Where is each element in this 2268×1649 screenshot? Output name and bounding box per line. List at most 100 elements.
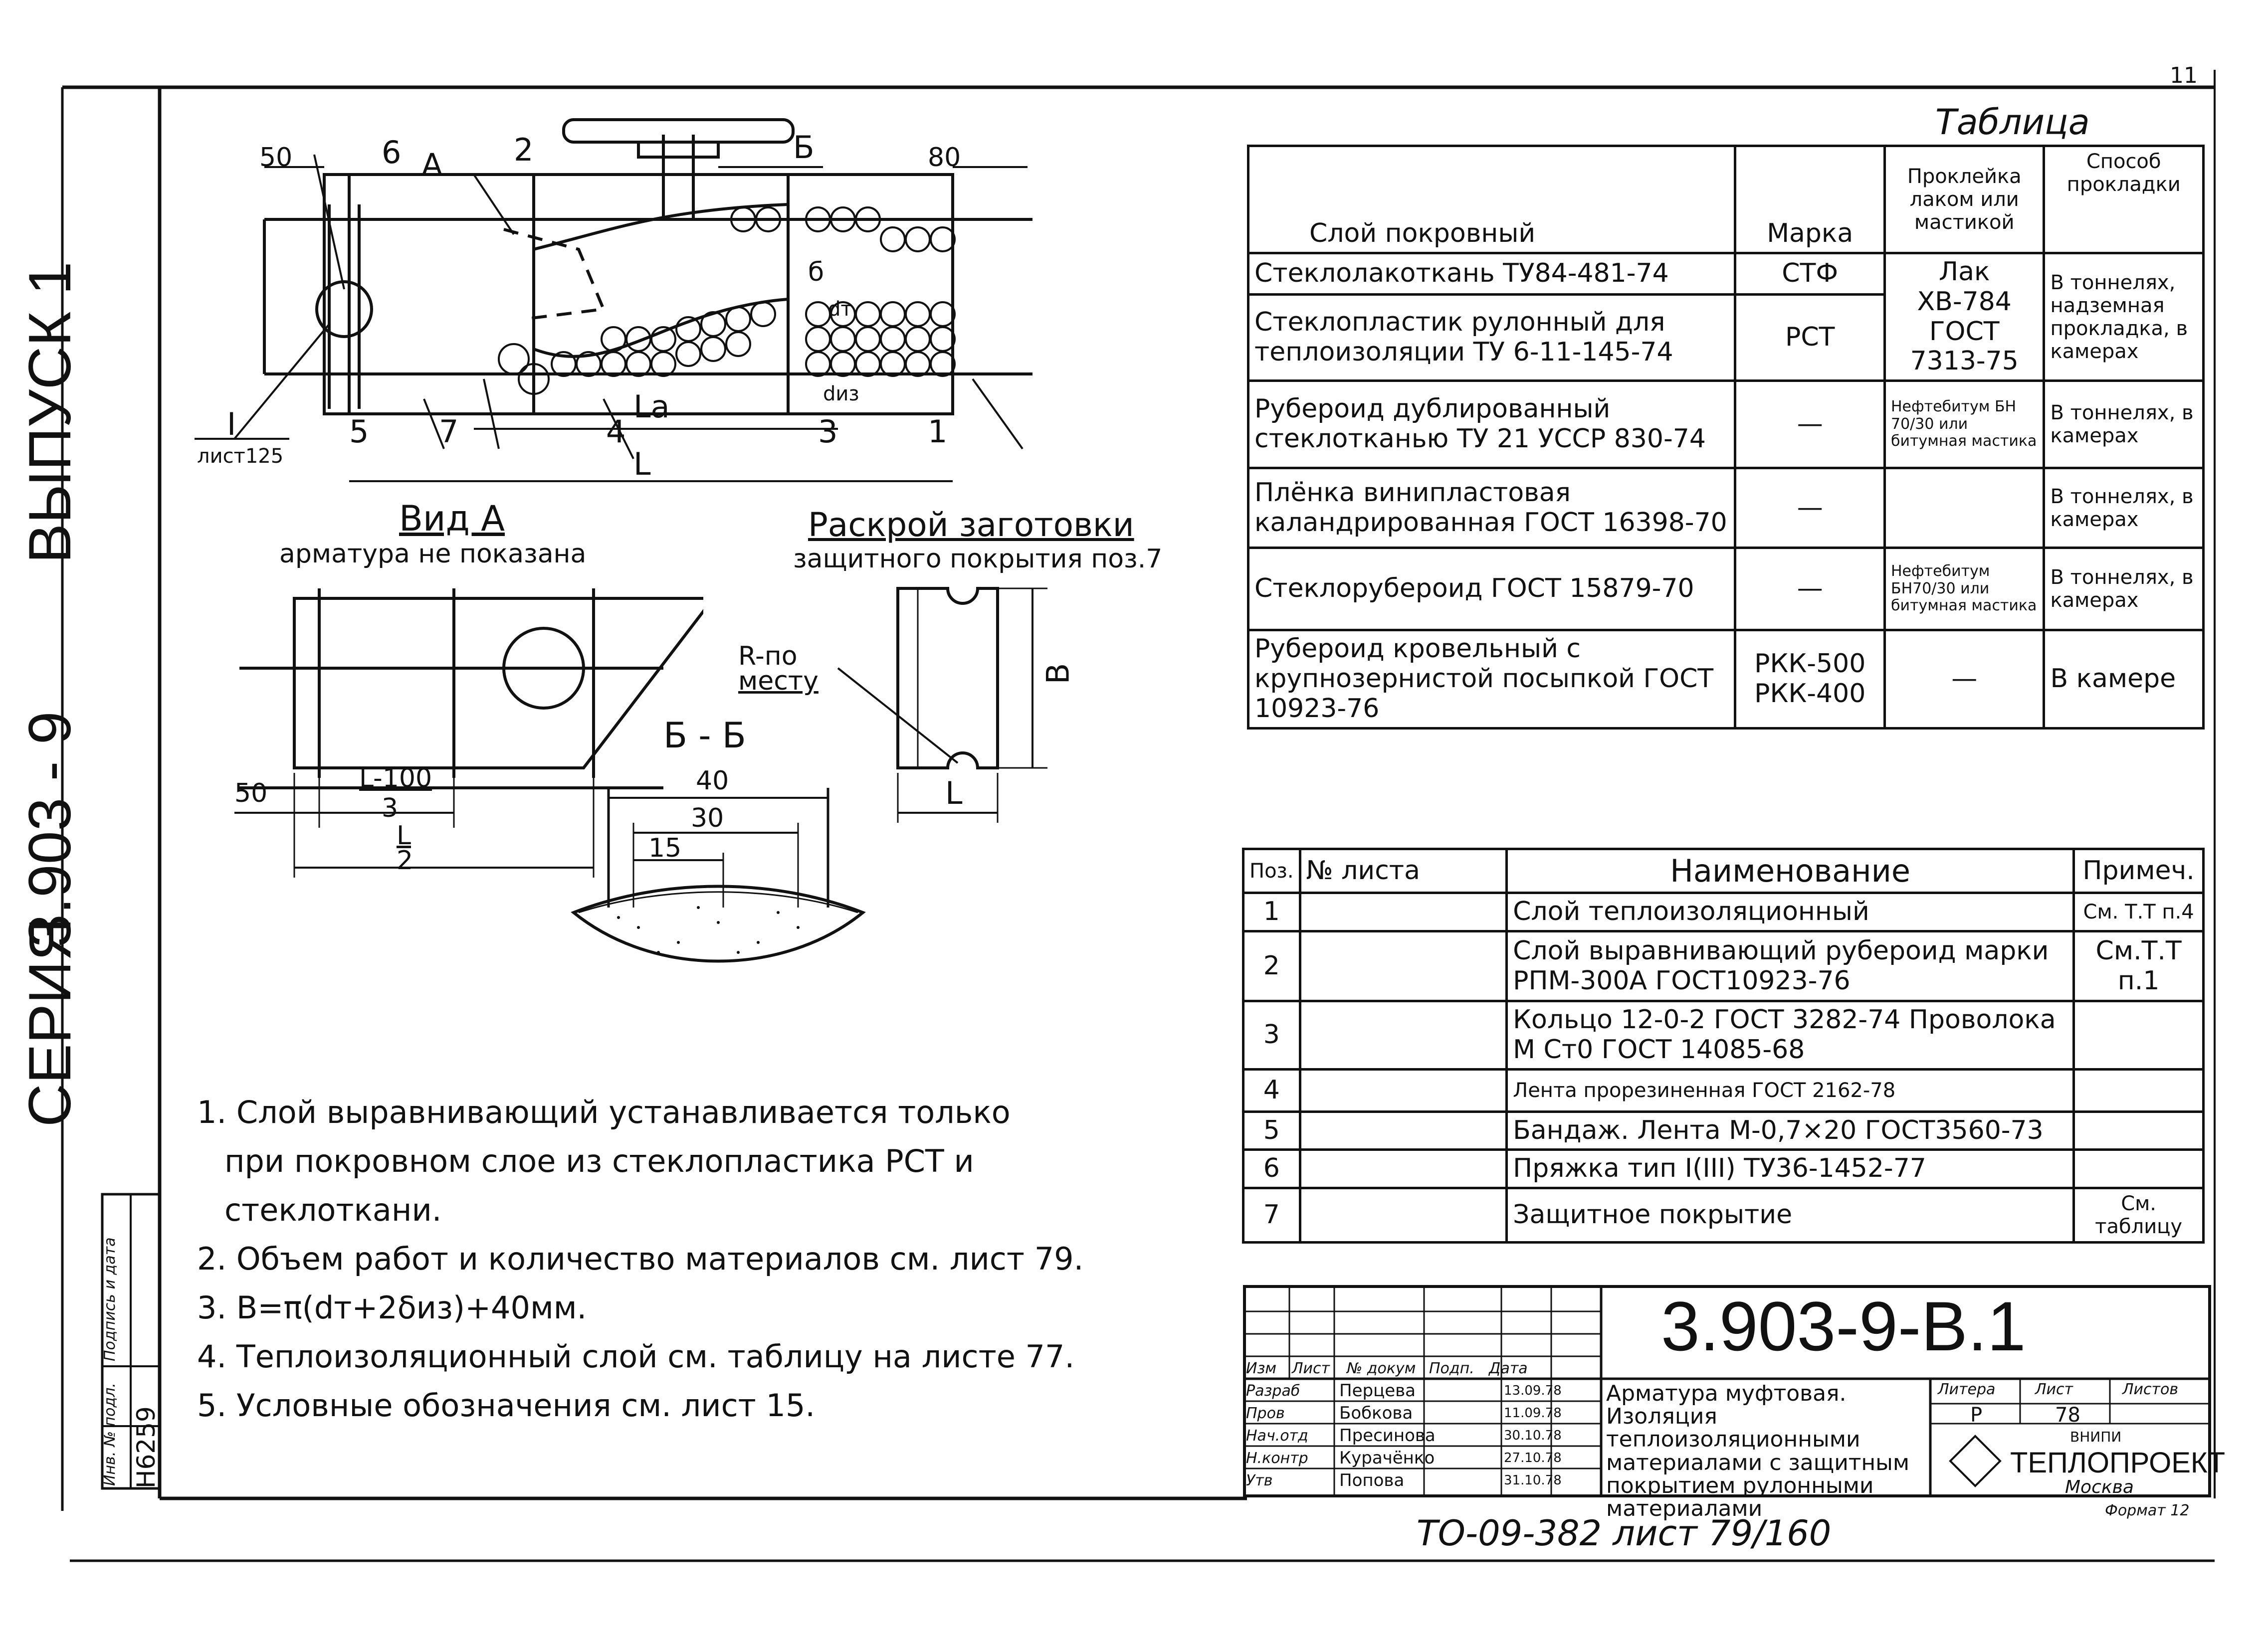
t1-row1-layer: Стеклопластик рулонный для теплоизоляции… xyxy=(1246,293,1737,382)
t2-header-note: Примеч. xyxy=(2072,847,2205,895)
tb-role-4: Утв xyxy=(1246,1472,1273,1489)
t2-row2-sheet xyxy=(1298,1000,1508,1071)
t2-row4-note xyxy=(2072,1110,2205,1151)
table2-specification: Поз. № листа Наименование Примеч. 1 Слой… xyxy=(1242,847,2205,1244)
sign-date-label: Подпись и дата xyxy=(101,1237,119,1362)
diz-label: dиз xyxy=(823,382,859,405)
delta-label: б xyxy=(808,257,825,287)
tb-col-sign: Подп. xyxy=(1429,1360,1474,1377)
dt-label: dт xyxy=(828,298,852,321)
tb-role-0: Разраб xyxy=(1246,1382,1300,1400)
tb-date-2: 30.10.78 xyxy=(1504,1428,1562,1443)
tb-description: Арматура муфтовая. Изоляция теплоизоляци… xyxy=(1606,1381,1910,1521)
t2-row1-pos: 2 xyxy=(1242,930,1301,1003)
t1-row4-layer: Стеклорубероид ГОСТ 15879-70 xyxy=(1246,547,1737,632)
view-A-note: арматура не показана xyxy=(279,539,587,569)
t2-header-name: Наименование xyxy=(1505,847,2075,895)
inv-number: Н6259 xyxy=(132,1406,161,1488)
t2-row3-pos: 4 xyxy=(1242,1068,1301,1113)
view-A-title: Вид А xyxy=(399,498,505,539)
inv-label: Инв. № подл. xyxy=(101,1383,119,1486)
tb-name-2: Пресинова xyxy=(1339,1426,1436,1446)
tb-format: Формат 12 xyxy=(2105,1502,2190,1519)
pos-6-label: 6 xyxy=(382,134,402,171)
t1-row0-mark: СТФ xyxy=(1734,251,1886,296)
tb-stage-label: Литера xyxy=(1938,1381,1996,1398)
t2-row0-sheet xyxy=(1298,892,1508,933)
issue-label: ВЫПУСК 1 xyxy=(16,261,83,563)
frac2-num: L xyxy=(397,821,411,851)
tb-org-name: ТЕПЛОПРОЕКТ xyxy=(2010,1447,2226,1479)
raskroy-subtitle: защитного покрытия поз.7 xyxy=(793,544,1163,574)
frac1-den: 3 xyxy=(382,793,399,823)
t2-row3-note xyxy=(2072,1068,2205,1113)
dim-15: 15 xyxy=(648,833,682,863)
t1-header-mark: Марка xyxy=(1734,145,1886,254)
t2-row2-name: Кольцо 12-0-2 ГОСТ 3282-74 Проволока М С… xyxy=(1505,1000,2075,1071)
t1-row1-mark: РСТ xyxy=(1734,293,1886,382)
t2-header-pos: Поз. xyxy=(1242,847,1301,895)
r-note-1: R-по xyxy=(738,641,798,671)
t1-row0-method: В тоннелях, надземная прокладка, в камер… xyxy=(2043,251,2205,382)
dim-50-left: 50 xyxy=(234,778,268,808)
t1-row5-method: В камере xyxy=(2043,629,2205,730)
pos-2-label: 2 xyxy=(514,132,534,168)
t2-row4-name: Бандаж. Лента М-0,7×20 ГОСТ3560-73 xyxy=(1505,1110,2075,1151)
series-label: СЕРИЯ xyxy=(16,917,83,1127)
t1-header-method: Способ прокладки xyxy=(2043,145,2205,254)
t2-row2-pos: 3 xyxy=(1242,1000,1301,1071)
raskroy-drawing xyxy=(837,587,1047,823)
tb-sheet-value: 78 xyxy=(2055,1404,2080,1427)
tb-name-4: Попова xyxy=(1339,1470,1405,1490)
t1-header-layer: Слой покровный xyxy=(1246,145,1737,254)
tb-col-date: Дата xyxy=(1489,1360,1528,1377)
t1-row5-glue: — xyxy=(1883,629,2046,730)
callout-sheet: лист125 xyxy=(197,445,284,468)
tb-date-3: 27.10.78 xyxy=(1504,1451,1562,1466)
t1-row2-method: В тоннелях, в камерах xyxy=(2043,379,2205,470)
t2-row1-name: Слой выравнивающий рубероид марки РПМ-30… xyxy=(1505,930,2075,1003)
note-line-3: стеклоткани. xyxy=(224,1192,442,1228)
t2-row1-sheet xyxy=(1298,930,1508,1003)
t1-row3-mark: — xyxy=(1734,467,1886,550)
table1-covering-layers: Слой покровный Марка Проклейка лаком или… xyxy=(1246,145,2205,730)
t2-row1-note: См.Т.Т п.1 xyxy=(2072,930,2205,1003)
t1-row2-layer: Рубероид дублированный стеклотканью ТУ 2… xyxy=(1246,379,1737,470)
tb-date-1: 11.09.78 xyxy=(1504,1406,1562,1421)
tb-col-izm: Изм xyxy=(1246,1360,1277,1377)
note-line-5: 3. B=π(dт+2δиз)+40мм. xyxy=(197,1289,587,1326)
t2-row6-sheet xyxy=(1298,1187,1508,1244)
frac1-num: L-100 xyxy=(359,763,432,793)
t2-row5-name: Пряжка тип I(III) ТУ36-1452-77 xyxy=(1505,1148,2075,1190)
tb-sheet-label: Лист xyxy=(2035,1381,2073,1398)
tb-stage-value: Р xyxy=(1970,1404,1983,1427)
t1-row4-method: В тоннелях, в камерах xyxy=(2043,547,2205,632)
t2-row3-sheet xyxy=(1298,1068,1508,1113)
view-A-drawing xyxy=(234,588,703,878)
page-corner: 11 xyxy=(2170,63,2198,88)
tb-role-1: Пров xyxy=(1246,1405,1285,1422)
tb-org-small: ВНИПИ xyxy=(2070,1429,2122,1445)
tb-name-1: Бобкова xyxy=(1339,1403,1413,1423)
tb-city: Москва xyxy=(2065,1477,2134,1497)
note-line-1: 1. Слой выравнивающий устанавливается то… xyxy=(197,1094,1011,1130)
title-block-grid xyxy=(1243,1285,2211,1497)
table1-title: Таблица xyxy=(1935,102,2090,143)
t1-row3-layer: Плёнка винипластовая каландрированная ГО… xyxy=(1246,467,1737,550)
t1-row2-glue: Нефтебитум БН 70/30 или битумная мастика xyxy=(1883,379,2046,470)
t2-row5-note xyxy=(2072,1148,2205,1190)
pos-5-label: 5 xyxy=(349,413,369,450)
t2-row5-sheet xyxy=(1298,1148,1508,1190)
pos-4-label: 4 xyxy=(606,413,626,450)
dim-L-blank: L xyxy=(945,775,963,811)
t2-row0-pos: 1 xyxy=(1242,892,1301,933)
tb-col-list: Лист xyxy=(1292,1360,1330,1377)
tb-name-0: Перцева xyxy=(1339,1381,1416,1401)
t2-row5-pos: 6 xyxy=(1242,1148,1301,1190)
t2-row0-name: Слой теплоизоляционный xyxy=(1505,892,2075,933)
section-B-marker: Б xyxy=(793,129,815,166)
drawing-code: 3.903-9-В.1 xyxy=(1661,1287,2026,1365)
series-number: 3.903 - 9 xyxy=(16,711,83,947)
pos-1-label: 1 xyxy=(928,413,948,450)
